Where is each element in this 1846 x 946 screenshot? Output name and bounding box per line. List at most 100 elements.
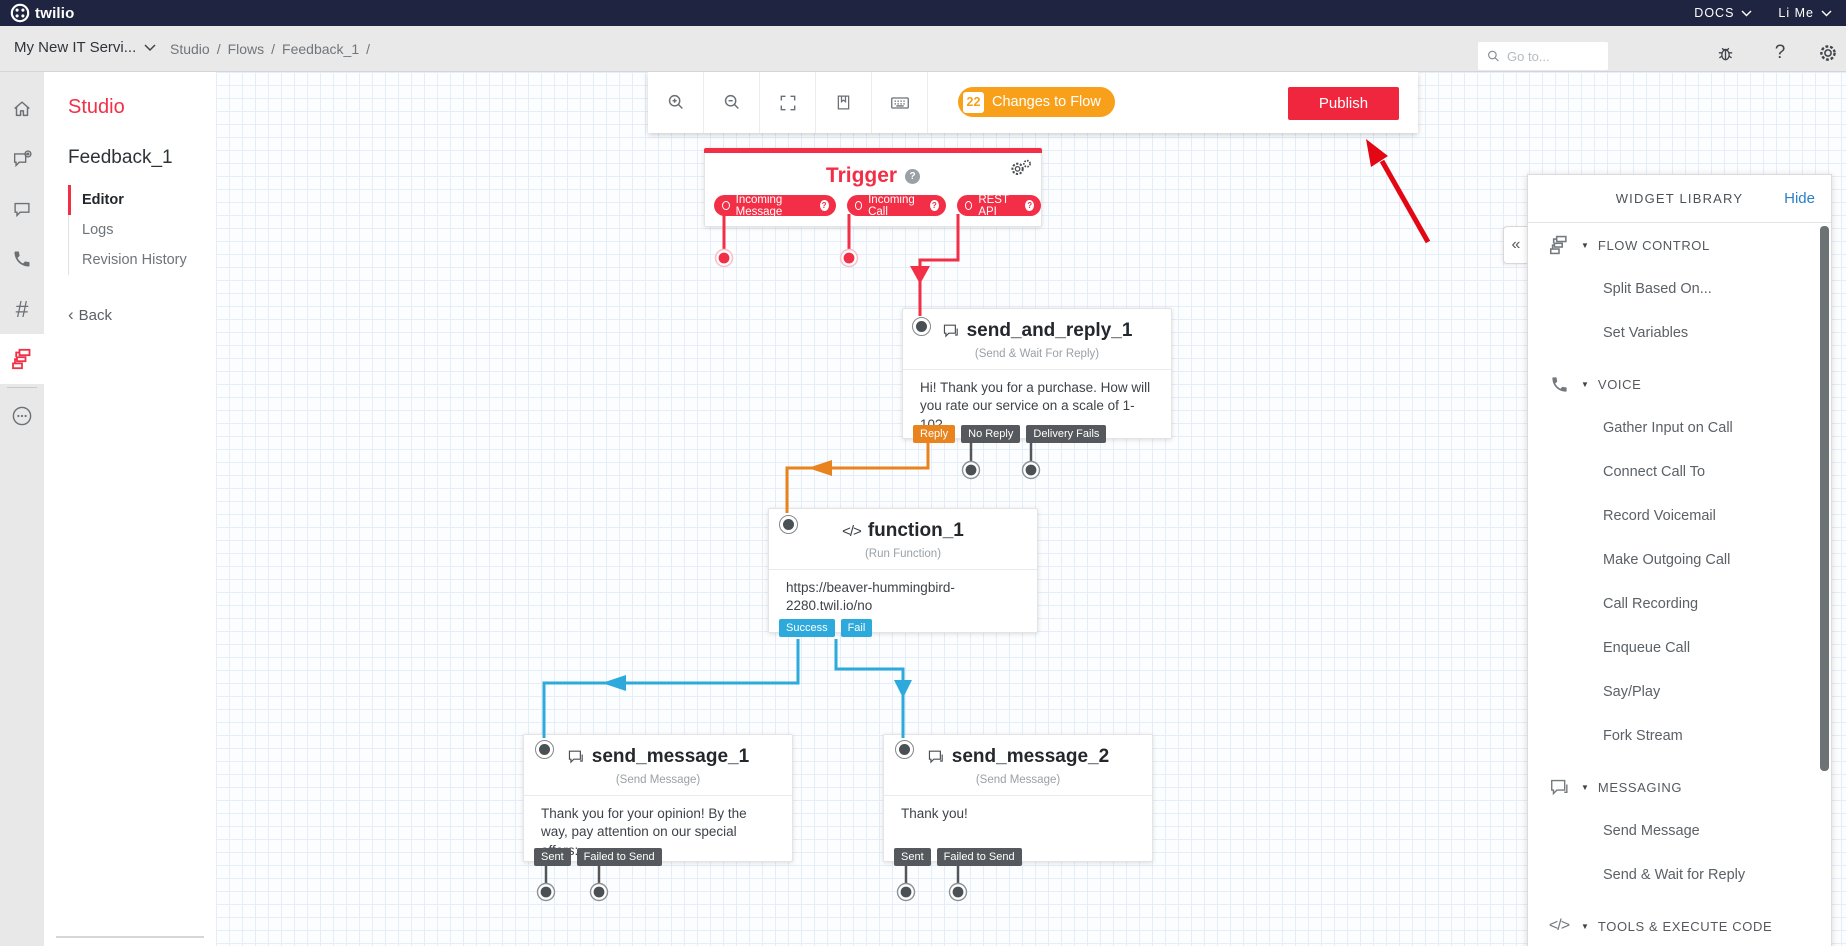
zoom-out-icon (724, 94, 739, 109)
keyboard-shortcuts-button[interactable] (872, 72, 928, 133)
library-item-send-wait-reply[interactable]: Send & Wait for Reply (1603, 867, 1746, 883)
library-item-record-voicemail[interactable]: Record Voicemail (1603, 508, 1716, 524)
gear-icon[interactable] (1816, 41, 1840, 65)
sidebar-item-phone-numbers[interactable]: # (0, 284, 44, 334)
publish-button[interactable]: Publish (1288, 87, 1399, 120)
changes-count-badge: 22 (963, 91, 984, 113)
library-item-say-play[interactable]: Say/Play (1603, 684, 1661, 700)
widget-send-message-1[interactable]: send_message_1 (Send Message) Thank you … (523, 734, 793, 866)
back-link[interactable]: ‹ Back (68, 305, 216, 325)
account-selector[interactable]: My New IT Servi... (14, 39, 156, 56)
transition-pill-no-reply[interactable]: No Reply (961, 425, 1021, 443)
twilio-logo[interactable]: twilio (10, 3, 75, 23)
trigger-pill-incoming-call[interactable]: Incoming Call ? (846, 193, 946, 218)
section-label: VOICE (1597, 376, 1642, 392)
user-menu[interactable]: Li Me (1778, 6, 1832, 20)
widget-input-dot[interactable] (535, 740, 554, 759)
widget-input-dot[interactable] (912, 317, 931, 336)
trigger-pill-incoming-message[interactable]: Incoming Message ? (714, 193, 836, 218)
section-messaging[interactable]: ▼ MESSAGING (1528, 765, 1831, 809)
library-item-fork-stream[interactable]: Fork Stream (1603, 728, 1683, 744)
collapse-panel-tab[interactable]: « (1503, 226, 1528, 264)
menu-item-editor[interactable]: Editor (68, 185, 216, 215)
trigger-settings-gear-icon[interactable] (1009, 158, 1033, 178)
book-icon (837, 95, 850, 110)
studio-flow-icon (12, 348, 31, 370)
zoom-out-button[interactable] (704, 72, 760, 133)
trigger-pill-rest-api[interactable]: REST API ? (956, 194, 1041, 218)
sidebar-item-home[interactable] (0, 84, 44, 134)
rail-divider (7, 387, 37, 388)
chat-icon (943, 324, 958, 338)
library-item-connect-call-to[interactable]: Connect Call To (1603, 464, 1706, 480)
panel-scrollbar[interactable] (1820, 226, 1829, 771)
help-icon: ? (929, 200, 939, 211)
sidebar-item-conversations[interactable] (0, 134, 44, 184)
goto-search[interactable] (1478, 42, 1608, 70)
widget-function-1[interactable]: </> function_1 (Run Function) https://be… (768, 508, 1038, 637)
widget-input-dot[interactable] (895, 740, 914, 759)
widget-input-dot[interactable] (779, 515, 798, 534)
help-icon[interactable]: ? (905, 168, 921, 184)
widget-send-message-2[interactable]: send_message_2 (Send Message) Thank you!… (883, 734, 1153, 866)
section-flow-control[interactable]: ▼ FLOW CONTROL (1528, 223, 1831, 267)
transition-pill-sent[interactable]: Sent (534, 848, 571, 866)
sidebar-item-studio[interactable] (0, 334, 44, 384)
sidebar-item-messaging[interactable] (0, 184, 44, 234)
transition-pill-failed-to-send[interactable]: Failed to Send (936, 848, 1022, 866)
library-item-split-based-on[interactable]: Split Based On... (1603, 281, 1712, 297)
section-tools-execute-code[interactable]: </> ▼ TOOLS & EXECUTE CODE (1528, 904, 1831, 946)
library-item-set-variables[interactable]: Set Variables (1603, 325, 1689, 341)
library-item-make-outgoing-call[interactable]: Make Outgoing Call (1603, 552, 1731, 568)
widget-name: send_message_1 (591, 746, 750, 767)
widget-name: function_1 (867, 520, 964, 541)
transition-pill-fail[interactable]: Fail (840, 619, 873, 637)
flow-icon (1546, 234, 1572, 256)
breadcrumb-separator: / (271, 41, 276, 57)
breadcrumb-separator: / (366, 41, 370, 57)
library-item-send-message[interactable]: Send Message (1603, 823, 1700, 839)
debugger-icon[interactable] (1713, 41, 1737, 65)
menu-item-logs[interactable]: Logs (68, 215, 216, 245)
chat-badge-icon (13, 150, 32, 168)
section-voice[interactable]: ▼ VOICE (1528, 362, 1831, 406)
docs-menu[interactable]: DOCS (1694, 6, 1752, 20)
chevron-double-left-icon: « (1511, 236, 1521, 253)
help-icon[interactable]: ? (1774, 42, 1786, 63)
widget-send-and-reply-1[interactable]: send_and_reply_1 (Send & Wait For Reply)… (902, 308, 1172, 443)
widget-type: (Send & Wait For Reply) (903, 348, 1171, 370)
breadcrumb-flows[interactable]: Flows (227, 41, 265, 57)
menu-item-revision-history[interactable]: Revision History (68, 245, 216, 275)
sidebar-item-voice[interactable] (0, 234, 44, 284)
sidebar-item-more[interactable] (0, 391, 44, 441)
hide-link[interactable]: Hide (1784, 190, 1815, 207)
canvas-toolbar: 22 Changes to Flow Publish (648, 72, 1418, 133)
breadcrumb-flow-name[interactable]: Feedback_1 (282, 41, 360, 57)
breadcrumb-studio[interactable]: Studio (170, 41, 210, 57)
zoom-in-button[interactable] (648, 72, 704, 133)
library-item-enqueue-call[interactable]: Enqueue Call (1603, 640, 1691, 656)
transition-pill-delivery-fails[interactable]: Delivery Fails (1026, 425, 1107, 443)
goto-search-input[interactable] (1507, 48, 1597, 64)
code-icon: </> (842, 522, 862, 540)
panel-scrollbar[interactable] (56, 936, 204, 938)
transition-pill-failed-to-send[interactable]: Failed to Send (576, 848, 662, 866)
transition-pill-reply[interactable]: Reply (913, 425, 956, 443)
account-name: My New IT Servi... (14, 39, 137, 56)
chevron-down-icon (1741, 10, 1752, 16)
caret-down-icon: ▼ (1581, 782, 1589, 792)
fit-to-screen-button[interactable] (760, 72, 816, 133)
library-item-gather-input[interactable]: Gather Input on Call (1603, 420, 1733, 436)
changes-to-flow-button[interactable]: 22 Changes to Flow (958, 87, 1115, 117)
pill-label: Incoming Call (868, 193, 915, 218)
transition-pill-success[interactable]: Success (779, 619, 835, 637)
phone-icon (1546, 375, 1572, 394)
section-label: FLOW CONTROL (1597, 237, 1710, 253)
transition-pill-sent[interactable]: Sent (894, 848, 931, 866)
trigger-widget[interactable]: Trigger ? Incoming Message ? Incoming Ca… (704, 148, 1042, 227)
widget-body: https://beaver-hummingbird-2280.twil.io/… (786, 580, 955, 614)
library-item-call-recording[interactable]: Call Recording (1603, 596, 1699, 612)
library-button[interactable] (816, 72, 872, 133)
pill-label: Incoming Message (735, 193, 783, 218)
